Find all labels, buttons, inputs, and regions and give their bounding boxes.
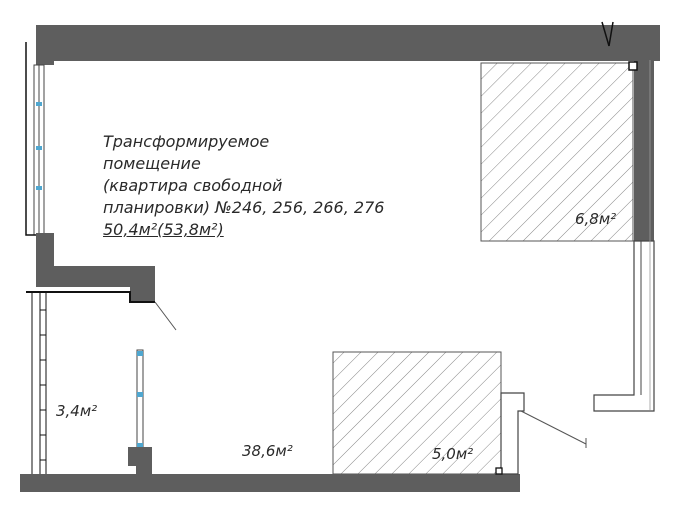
door-swing [154, 301, 177, 331]
left-wall-upper [36, 25, 54, 65]
window-marker [137, 443, 143, 448]
bottom-wall [20, 474, 520, 492]
right-wall-lower [593, 240, 655, 412]
balcony-railing [31, 292, 47, 474]
window-marker [36, 146, 42, 150]
title-line: планировки) №246, 256, 266, 276 [103, 198, 385, 217]
bath-small-zone [332, 351, 502, 475]
main-room-area: 38,6м² [242, 442, 293, 460]
right-wall [634, 61, 654, 241]
apartment-area: 50,4м²(53,8м²) [103, 220, 224, 239]
bath-large-zone [480, 62, 634, 242]
balcony-wall [36, 233, 155, 302]
title-line: (квартира свободной [103, 176, 283, 195]
balcony-wall-stub [128, 447, 152, 474]
window-marker [36, 186, 42, 190]
left-outline [25, 42, 54, 236]
bath-small-wall [500, 392, 525, 475]
balcony-window-post [136, 349, 144, 451]
window-marker [137, 392, 143, 397]
bath-large-area: 6,8м² [575, 210, 617, 228]
top-wall [36, 25, 660, 61]
bath-small-area: 5,0м² [432, 445, 474, 463]
title-line: Трансформируемое [103, 132, 270, 151]
window-marker [36, 102, 42, 106]
apartment-title: Трансформируемое помещение (квартира сво… [103, 131, 384, 241]
window-marker [137, 351, 143, 356]
door-swing [520, 410, 587, 445]
balcony-area: 3,4м² [56, 402, 98, 420]
title-line: помещение [103, 154, 201, 173]
